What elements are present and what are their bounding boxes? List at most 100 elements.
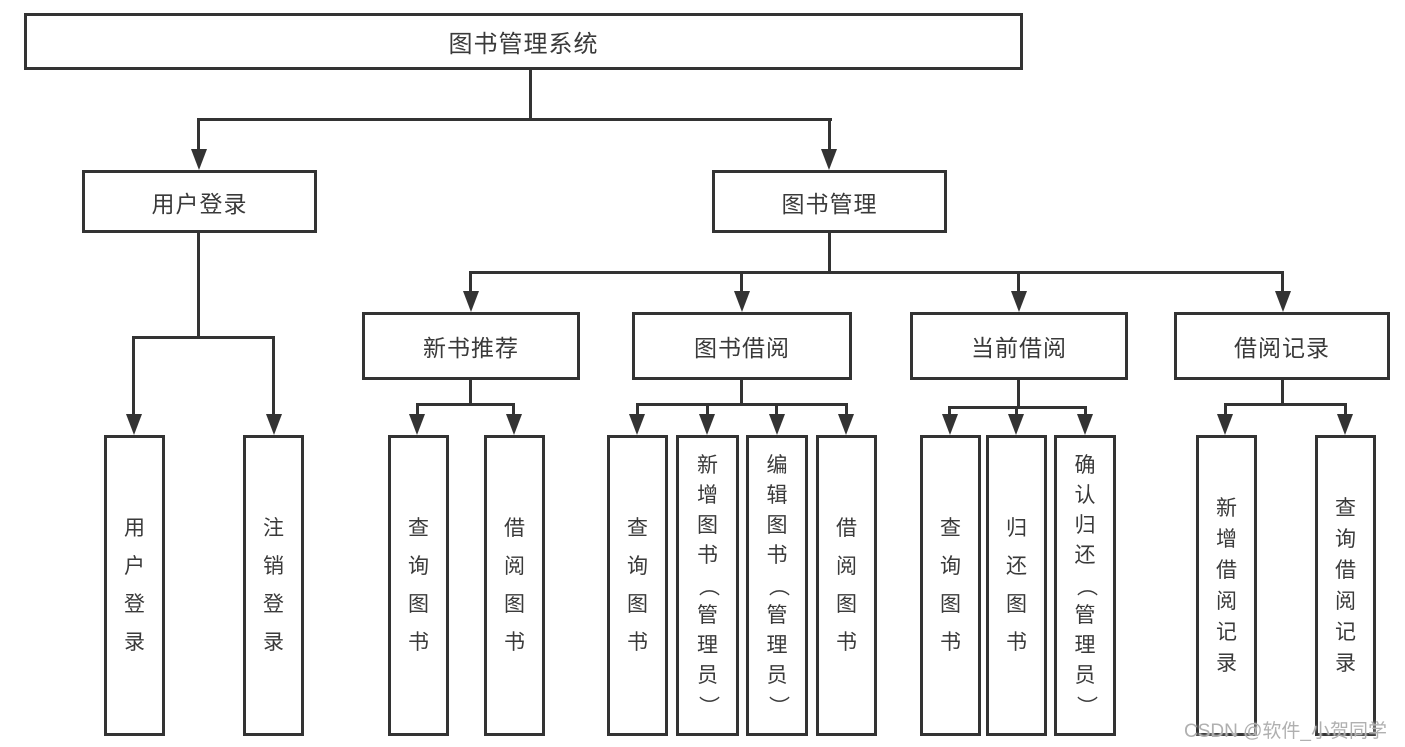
vertical-char: 登 bbox=[263, 592, 284, 616]
vertical-char: 书 bbox=[766, 543, 788, 567]
vertical-char: （ bbox=[766, 575, 789, 596]
arrow-down-icon bbox=[463, 291, 479, 312]
vertical-char: 书 bbox=[697, 543, 718, 567]
leaf-node-add-borrow-record: 新增借阅记录 bbox=[1196, 435, 1257, 736]
vertical-char: 新 bbox=[1216, 496, 1237, 520]
leaf-node-return-book: 归还图书 bbox=[986, 435, 1047, 736]
connector-to-leaf-edit-book bbox=[775, 403, 778, 418]
vertical-char: 录 bbox=[1335, 651, 1356, 675]
leaf-node-query-book-rec: 查询图书 bbox=[388, 435, 449, 736]
connector-to-leaf-borrow-book-borrow bbox=[845, 403, 848, 418]
vertical-char: 确 bbox=[1074, 453, 1096, 477]
leaf-node-query-book-rec-label: 查询图书 bbox=[391, 438, 446, 733]
connector-to-leaf-borrow-book-rec bbox=[512, 403, 515, 418]
leaf-node-user-login: 用户登录 bbox=[104, 435, 165, 736]
vertical-char: 查 bbox=[627, 516, 648, 540]
connector-root-to-user-login bbox=[197, 118, 200, 152]
leaf-node-add-book-admin-label: 新增图书（管理员） bbox=[679, 438, 736, 733]
connector-to-leaf-add-book bbox=[706, 403, 709, 418]
vertical-char: 书 bbox=[504, 630, 525, 654]
connector-to-leaf-query-borrow-record bbox=[1344, 403, 1347, 418]
vertical-char: 理 bbox=[697, 633, 718, 657]
arrow-down-icon bbox=[506, 414, 522, 435]
arrow-down-icon bbox=[1008, 414, 1024, 435]
vertical-char: 员 bbox=[697, 663, 718, 687]
node-book-borrow: 图书借阅 bbox=[632, 312, 852, 380]
node-book-management: 图书管理 bbox=[712, 170, 947, 233]
connector-to-book-borrow bbox=[740, 271, 743, 293]
vertical-char: ） bbox=[696, 695, 720, 716]
node-current-borrow: 当前借阅 bbox=[910, 312, 1128, 380]
vertical-char: 员 bbox=[1074, 663, 1096, 687]
connector-book-mgmt-bar bbox=[469, 271, 1284, 274]
connector-rec-bar bbox=[416, 403, 515, 406]
arrow-down-icon bbox=[942, 414, 958, 435]
node-borrow-record: 借阅记录 bbox=[1174, 312, 1390, 380]
vertical-char: ） bbox=[1074, 695, 1097, 716]
vertical-char: 增 bbox=[1216, 527, 1237, 551]
vertical-char: 借 bbox=[1335, 558, 1356, 582]
vertical-char: 管 bbox=[1074, 603, 1096, 627]
node-new-book-recommend-label: 新书推荐 bbox=[423, 335, 519, 361]
vertical-char: 新 bbox=[697, 453, 718, 477]
vertical-char: 阅 bbox=[504, 554, 525, 578]
node-current-borrow-label: 当前借阅 bbox=[971, 335, 1067, 361]
vertical-char: 阅 bbox=[836, 554, 857, 578]
arrow-down-icon bbox=[769, 414, 785, 435]
leaf-node-add-book-admin: 新增图书（管理员） bbox=[676, 435, 739, 736]
vertical-char: 询 bbox=[1335, 527, 1356, 551]
leaf-node-query-book-borrow: 查询图书 bbox=[607, 435, 668, 736]
vertical-char: 增 bbox=[697, 483, 718, 507]
node-root: 图书管理系统 bbox=[24, 13, 1023, 70]
connector-to-current-borrow bbox=[1017, 271, 1020, 293]
leaf-node-return-book-label: 归还图书 bbox=[989, 438, 1044, 733]
leaf-node-edit-book-admin: 编辑图书（管理员） bbox=[746, 435, 808, 736]
arrow-down-icon bbox=[126, 414, 142, 435]
vertical-char: 书 bbox=[1006, 630, 1027, 654]
connector-record-bar bbox=[1224, 403, 1346, 406]
connector-to-leaf-add-borrow-record bbox=[1224, 403, 1227, 418]
vertical-char: 阅 bbox=[1216, 589, 1237, 613]
vertical-char: 理 bbox=[1074, 633, 1096, 657]
connector-to-leaf-logout bbox=[272, 336, 275, 418]
vertical-char: 员 bbox=[766, 663, 788, 687]
vertical-char: 图 bbox=[408, 592, 429, 616]
node-borrow-record-label: 借阅记录 bbox=[1234, 335, 1330, 361]
leaf-node-borrow-book-borrow: 借阅图书 bbox=[816, 435, 877, 736]
leaf-node-logout-label: 注销登录 bbox=[246, 438, 301, 733]
arrow-down-icon bbox=[629, 414, 645, 435]
leaf-node-edit-book-admin-label: 编辑图书（管理员） bbox=[749, 438, 805, 733]
vertical-char: 理 bbox=[766, 633, 788, 657]
vertical-char: 书 bbox=[408, 630, 429, 654]
connector-root-bar bbox=[197, 118, 832, 121]
vertical-char: 询 bbox=[627, 554, 648, 578]
connector-root-to-book-management bbox=[828, 118, 831, 152]
arrow-down-icon bbox=[838, 414, 854, 435]
vertical-char: 录 bbox=[1216, 651, 1237, 675]
vertical-char: 查 bbox=[1335, 496, 1356, 520]
connector-to-leaf-query-book-current bbox=[948, 406, 951, 418]
vertical-char: 管 bbox=[697, 603, 718, 627]
node-new-book-recommend: 新书推荐 bbox=[362, 312, 580, 380]
vertical-char: 登 bbox=[124, 592, 145, 616]
vertical-char: 记 bbox=[1335, 620, 1356, 644]
connector-borrow-stem bbox=[740, 380, 743, 406]
vertical-char: ） bbox=[766, 695, 789, 716]
arrow-down-icon bbox=[1275, 291, 1291, 312]
leaf-node-user-login-label: 用户登录 bbox=[107, 438, 162, 733]
vertical-char: 销 bbox=[263, 554, 284, 578]
vertical-char: 询 bbox=[940, 554, 961, 578]
leaf-node-query-book-current-label: 查询图书 bbox=[923, 438, 978, 733]
arrow-down-icon bbox=[1337, 414, 1353, 435]
vertical-char: 书 bbox=[836, 630, 857, 654]
vertical-char: 录 bbox=[124, 630, 145, 654]
vertical-char: 询 bbox=[408, 554, 429, 578]
vertical-char: （ bbox=[1074, 575, 1097, 596]
vertical-char: 图 bbox=[940, 592, 961, 616]
connector-to-leaf-return-book bbox=[1015, 406, 1018, 418]
vertical-char: 图 bbox=[697, 513, 718, 537]
node-root-label: 图书管理系统 bbox=[448, 31, 599, 58]
node-book-borrow-label: 图书借阅 bbox=[694, 335, 790, 361]
node-user-login-label: 用户登录 bbox=[151, 190, 248, 217]
